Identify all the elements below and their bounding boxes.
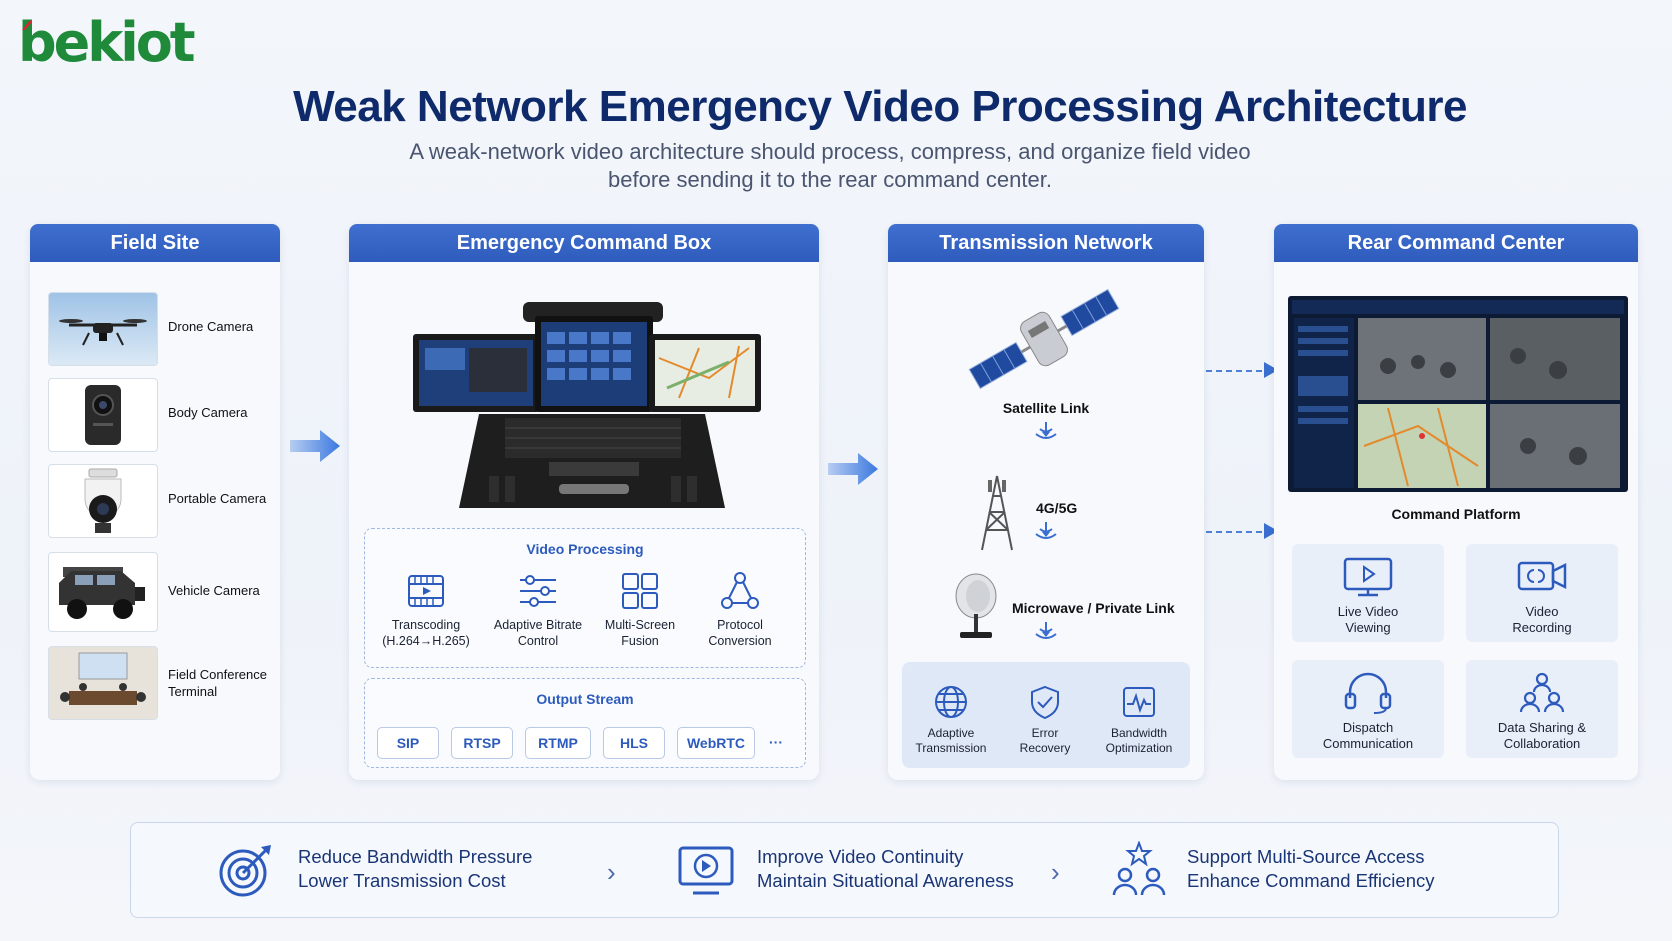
- benefit-text-1: Reduce Bandwidth Pressure Lower Transmis…: [298, 846, 533, 891]
- grid-icon: [622, 573, 658, 609]
- field-item-drone[interactable]: Drone Camera: [48, 292, 268, 366]
- field-item-label: Body Camera: [168, 405, 248, 420]
- command-box-panel: Emergency Command Box Video Processing T…: [349, 224, 819, 780]
- rc-dispatch[interactable]: Dispatch Communication: [1292, 660, 1444, 758]
- feature-bandwidth-optimization[interactable]: Bandwidth Optimization: [1094, 684, 1184, 756]
- more-protocols[interactable]: ···: [769, 734, 783, 750]
- signal-down-icon: [1035, 622, 1057, 639]
- field-item-conference[interactable]: Field Conference Terminal: [48, 646, 268, 720]
- conference-icon: [48, 646, 158, 720]
- output-stream-title: Output Stream: [536, 691, 634, 707]
- cell-tower-icon: [981, 475, 1013, 551]
- transmission-panel: Transmission Network Satellite Link 4G/5…: [888, 224, 1204, 780]
- dashed-connector: [1206, 370, 1272, 372]
- sliders-icon: [520, 575, 556, 607]
- headset-icon: [1344, 672, 1392, 714]
- command-box-device-icon: [413, 302, 761, 508]
- vp-adaptive-bitrate[interactable]: Adaptive Bitrate Control: [483, 571, 593, 649]
- transmission-features: Adaptive Transmission Error Recovery Ban…: [902, 662, 1190, 768]
- video-processing-title: Video Processing: [526, 541, 644, 557]
- flow-arrow-icon: [290, 430, 340, 462]
- microwave-dish-icon: [955, 573, 997, 638]
- rc-live-video[interactable]: Live Video Viewing: [1292, 544, 1444, 642]
- video-record-icon: [1517, 561, 1567, 591]
- body-camera-icon: [48, 378, 158, 452]
- logo-text: bekiot: [18, 11, 196, 74]
- rear-center-header: Rear Command Center: [1274, 224, 1638, 262]
- feature-adaptive-transmission[interactable]: Adaptive Transmission: [906, 684, 996, 756]
- users-icon: [1519, 672, 1565, 713]
- chevron-right-icon: ›: [607, 857, 616, 887]
- network-nodes-icon: [721, 572, 759, 609]
- 4g-5g-label: 4G/5G: [1036, 500, 1078, 516]
- field-item-label: Portable Camera: [168, 491, 267, 506]
- rc-video-recording[interactable]: Video Recording: [1466, 544, 1618, 642]
- rc-data-sharing[interactable]: Data Sharing & Collaboration: [1466, 660, 1618, 758]
- field-item-label: Drone Camera: [168, 319, 254, 334]
- output-stream-section: Output Stream SIP RTSP RTMP HLS WebRTC ·…: [364, 678, 806, 768]
- field-item-vehicle-camera[interactable]: Vehicle Camera: [48, 552, 268, 632]
- vehicle-icon: [48, 552, 158, 632]
- arrowhead-icon: [1264, 362, 1278, 378]
- benefit-text-2: Improve Video Continuity Maintain Situat…: [757, 846, 1014, 891]
- ptz-camera-icon: [48, 464, 158, 538]
- monitor-play-icon: [678, 846, 734, 895]
- signal-down-icon: [1035, 422, 1057, 439]
- monitor-play-icon: [1343, 557, 1393, 597]
- vp-protocol-conversion[interactable]: Protocol Conversion: [685, 571, 795, 649]
- command-box-header: Emergency Command Box: [349, 224, 819, 262]
- field-item-label: Vehicle Camera: [168, 583, 260, 598]
- page-title: Weak Network Emergency Video Processing …: [293, 82, 1467, 131]
- field-site-header: Field Site: [30, 224, 280, 262]
- feature-error-recovery[interactable]: Error Recovery: [1000, 684, 1090, 756]
- shield-check-icon: [1031, 685, 1059, 720]
- protocol-chip-webrtc[interactable]: WebRTC: [677, 727, 755, 759]
- dashed-connector: [1206, 531, 1272, 533]
- vp-multi-screen[interactable]: Multi-Screen Fusion: [585, 571, 695, 649]
- bekiot-logo: bekiot: [18, 16, 196, 70]
- satellite-icon: [968, 288, 1120, 390]
- drone-icon: [48, 292, 158, 366]
- benefit-text-3: Support Multi-Source Access Enhance Comm…: [1187, 846, 1435, 891]
- field-item-portable-camera[interactable]: Portable Camera: [48, 464, 268, 538]
- protocol-chip-rtsp[interactable]: RTSP: [451, 727, 513, 759]
- page-subtitle: A weak-network video architecture should…: [409, 139, 1251, 192]
- rear-center-panel: Rear Command Center Command Platform Liv…: [1274, 224, 1638, 780]
- chevron-right-icon: ›: [1051, 857, 1060, 887]
- microwave-link-label: Microwave / Private Link: [1012, 600, 1175, 616]
- protocol-chip-sip[interactable]: SIP: [377, 727, 439, 759]
- video-processing-section: Video Processing Transcoding (H.264→H.26…: [364, 528, 806, 668]
- field-item-label: Field Conference Terminal: [168, 667, 267, 699]
- command-platform-label: Command Platform: [1391, 506, 1521, 522]
- protocol-chip-hls[interactable]: HLS: [603, 727, 665, 759]
- command-platform-screen-icon: [1288, 296, 1628, 492]
- team-star-icon: [1112, 841, 1166, 896]
- pulse-icon: [1123, 687, 1155, 717]
- satellite-link-label: Satellite Link: [1002, 400, 1090, 416]
- vp-transcoding[interactable]: Transcoding (H.264→H.265): [371, 571, 481, 649]
- protocol-chip-rtmp[interactable]: RTMP: [525, 727, 591, 759]
- transmission-header: Transmission Network: [888, 224, 1204, 262]
- benefits-bar: Reduce Bandwidth Pressure Lower Transmis…: [130, 822, 1559, 918]
- field-site-panel: Field Site Drone Camera Body Camera Port…: [30, 224, 280, 780]
- flow-arrow-icon: [828, 453, 878, 485]
- film-icon: [408, 575, 444, 607]
- globe-icon: [935, 686, 967, 718]
- arrowhead-icon: [1264, 523, 1278, 539]
- target-icon: [219, 845, 271, 897]
- logo-accent-icon: [22, 20, 32, 30]
- field-item-body-camera[interactable]: Body Camera: [48, 378, 268, 452]
- signal-down-icon: [1035, 522, 1057, 539]
